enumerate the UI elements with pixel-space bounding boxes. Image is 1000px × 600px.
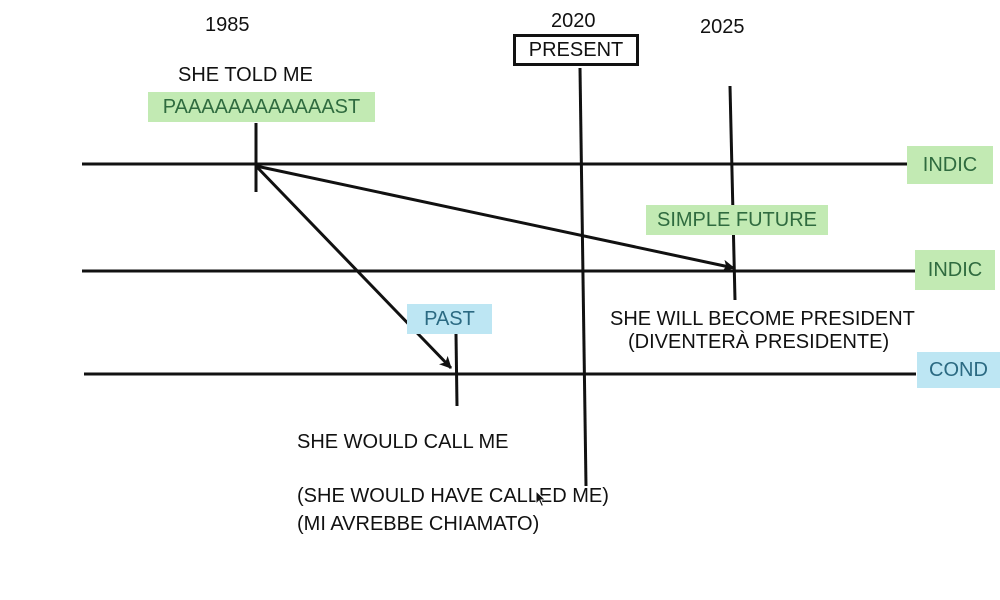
year-2025: 2025	[700, 16, 745, 38]
mood-label-indic-middle: INDIC	[915, 250, 995, 290]
she-told-me-label: SHE TOLD ME	[178, 64, 313, 86]
mood-label-cond: COND	[917, 352, 1000, 388]
mouse-pointer-icon	[535, 490, 547, 508]
past-emphasis-tag: PAAAAAAAAAAAAST	[148, 92, 375, 122]
future-sentence-italian: (DIVENTERÀ PRESIDENTE)	[628, 331, 890, 353]
simple-future-tag: SIMPLE FUTURE	[646, 205, 828, 235]
mood-label-indic-top: INDIC	[907, 146, 993, 184]
year-1985: 1985	[205, 14, 250, 36]
present-label-box: PRESENT	[513, 34, 639, 66]
marker-past	[454, 333, 459, 407]
present-vertical-line	[578, 67, 588, 487]
arrow-to-past-conditional	[254, 164, 453, 370]
future-sentence-english: SHE WILL BECOME PRESIDENT	[610, 308, 915, 330]
arrow-to-simple-future	[255, 164, 735, 272]
conditional-sentence-1: SHE WOULD CALL ME	[297, 431, 509, 453]
past-tag: PAST	[407, 304, 492, 334]
conditional-sentence-3: (MI AVREBBE CHIAMATO)	[297, 513, 540, 535]
conditional-sentence-2: (SHE WOULD HAVE CALLED ME)	[297, 485, 609, 507]
year-2020: 2020	[551, 10, 596, 32]
